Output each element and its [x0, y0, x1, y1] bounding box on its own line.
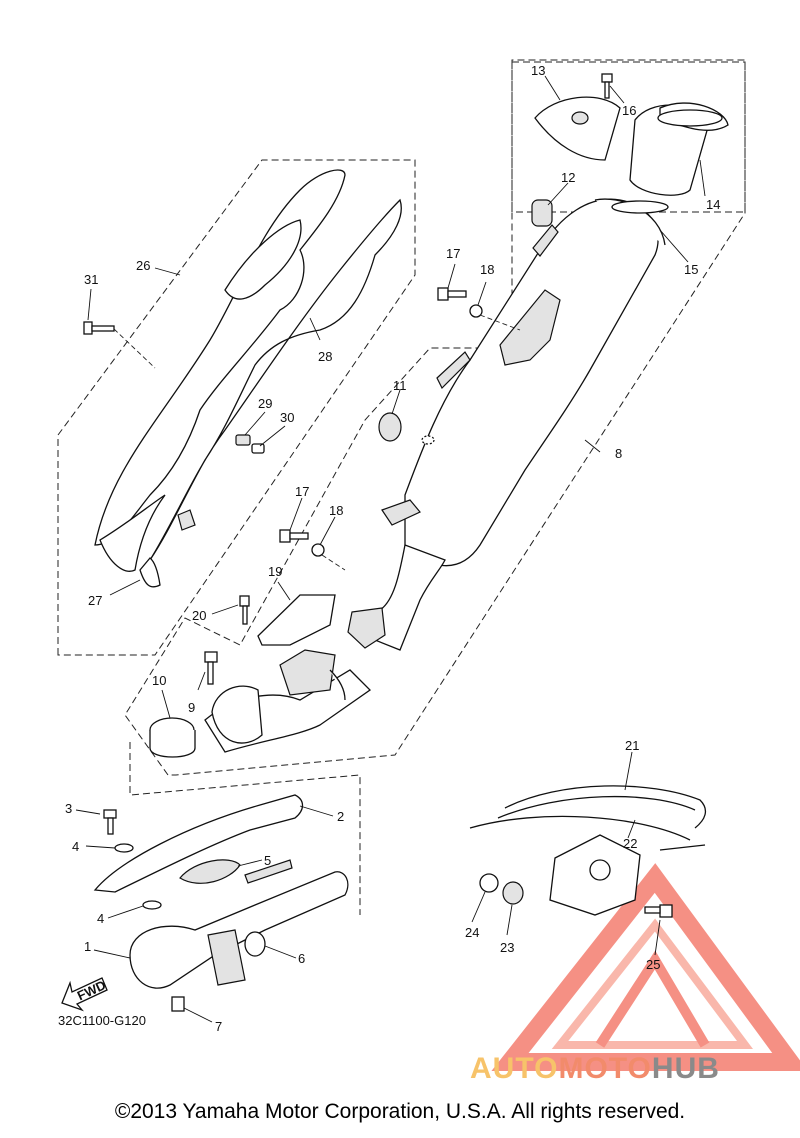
callout-9: 9 [188, 700, 195, 715]
callout-2: 2 [337, 809, 344, 824]
callout-8: 8 [615, 446, 622, 461]
callout-19: 19 [268, 564, 282, 579]
callout-29: 29 [258, 396, 272, 411]
fwd-label: FWD [75, 977, 108, 1003]
diagram-code-label: 32C1100-G120 [58, 1013, 146, 1028]
damper-part-11 [378, 412, 402, 442]
bolt-part-16 [601, 73, 613, 99]
bolt-part-25 [644, 904, 673, 918]
callout-numbers: 1 2 3 4 4 5 6 7 8 9 10 11 12 13 14 15 16… [65, 63, 720, 1034]
end-cap-part-14 [629, 102, 729, 196]
callout-28: 28 [318, 349, 332, 364]
callout-4-lower: 4 [97, 911, 104, 926]
grommet-part-30 [251, 443, 265, 454]
callout-4-upper: 4 [72, 839, 79, 854]
callout-13: 13 [531, 63, 545, 78]
callout-5: 5 [264, 853, 271, 868]
clamp-part-9 [204, 651, 263, 744]
callout-10: 10 [152, 673, 166, 688]
side-cover-part-28 [139, 198, 402, 588]
collar-part-24 [479, 873, 499, 893]
callout-25: 25 [646, 957, 660, 972]
gasket-part-10 [149, 717, 196, 758]
cable-part-21 [497, 785, 707, 829]
cable-part-22 [469, 815, 706, 851]
bolt-part-3 [103, 809, 117, 835]
group-box-lower [129, 742, 361, 915]
callout-15: 15 [684, 262, 698, 277]
callout-17-upper: 17 [446, 246, 460, 261]
callout-20: 20 [192, 608, 206, 623]
end-cover-part-13 [534, 96, 621, 161]
washer-part-18-lower [311, 543, 346, 571]
watermark-text: AUTOMOTOHUB [470, 1052, 720, 1086]
callout-16: 16 [622, 103, 636, 118]
watermark-part-3: HUB [651, 1052, 720, 1085]
callout-30: 30 [280, 410, 294, 425]
callout-24: 24 [465, 925, 479, 940]
callout-7: 7 [215, 1019, 222, 1034]
damper-part-5 [179, 859, 241, 884]
side-cover-part-26 [94, 169, 346, 572]
protector-part-19 [257, 594, 336, 646]
muffler-part-8 [374, 198, 666, 651]
bolt-part-20 [239, 595, 250, 625]
gasket-part-6 [244, 931, 266, 957]
watermark-part-1: AUTO [470, 1052, 559, 1085]
bolt-part-31 [83, 321, 156, 369]
callout-18-upper: 18 [480, 262, 494, 277]
washer-part-18-upper [469, 304, 521, 331]
callout-23: 23 [500, 940, 514, 955]
callout-31: 31 [84, 272, 98, 287]
exhaust-pipe-part-1 [129, 859, 349, 989]
washer-part-4-lower [142, 900, 162, 910]
callout-26: 26 [136, 258, 150, 273]
callout-1: 1 [84, 939, 91, 954]
washer-part-4-upper [114, 843, 134, 853]
group-box-muffler-end [511, 61, 746, 213]
nut-part-7 [171, 996, 185, 1012]
copyright-notice: ©2013 Yamaha Motor Corporation, U.S.A. A… [114, 1100, 686, 1123]
group-box-side-covers [57, 159, 416, 656]
watermark-logo [491, 863, 800, 1071]
leader-lines [75, 75, 706, 1023]
gasket-part-15 [611, 200, 669, 214]
damper-part-23 [502, 881, 524, 905]
callout-17-lower: 17 [295, 484, 309, 499]
callout-27: 27 [88, 593, 102, 608]
bolt-part-17-lower [279, 529, 309, 543]
callout-21: 21 [625, 738, 639, 753]
callout-11: 11 [393, 378, 407, 393]
callout-12: 12 [561, 170, 575, 185]
collar-part-29 [235, 434, 251, 446]
callout-3: 3 [65, 801, 72, 816]
callout-22: 22 [623, 836, 637, 851]
bolt-part-17-upper [437, 287, 467, 301]
callout-14: 14 [706, 197, 720, 212]
watermark-part-2: MOTO [558, 1052, 652, 1085]
callout-18-lower: 18 [329, 503, 343, 518]
servo-motor [549, 834, 641, 916]
protector-part-2 [93, 794, 304, 893]
damper-part-12 [531, 199, 553, 227]
callout-6: 6 [298, 951, 305, 966]
fwd-arrow-icon: FWD [61, 977, 108, 1012]
